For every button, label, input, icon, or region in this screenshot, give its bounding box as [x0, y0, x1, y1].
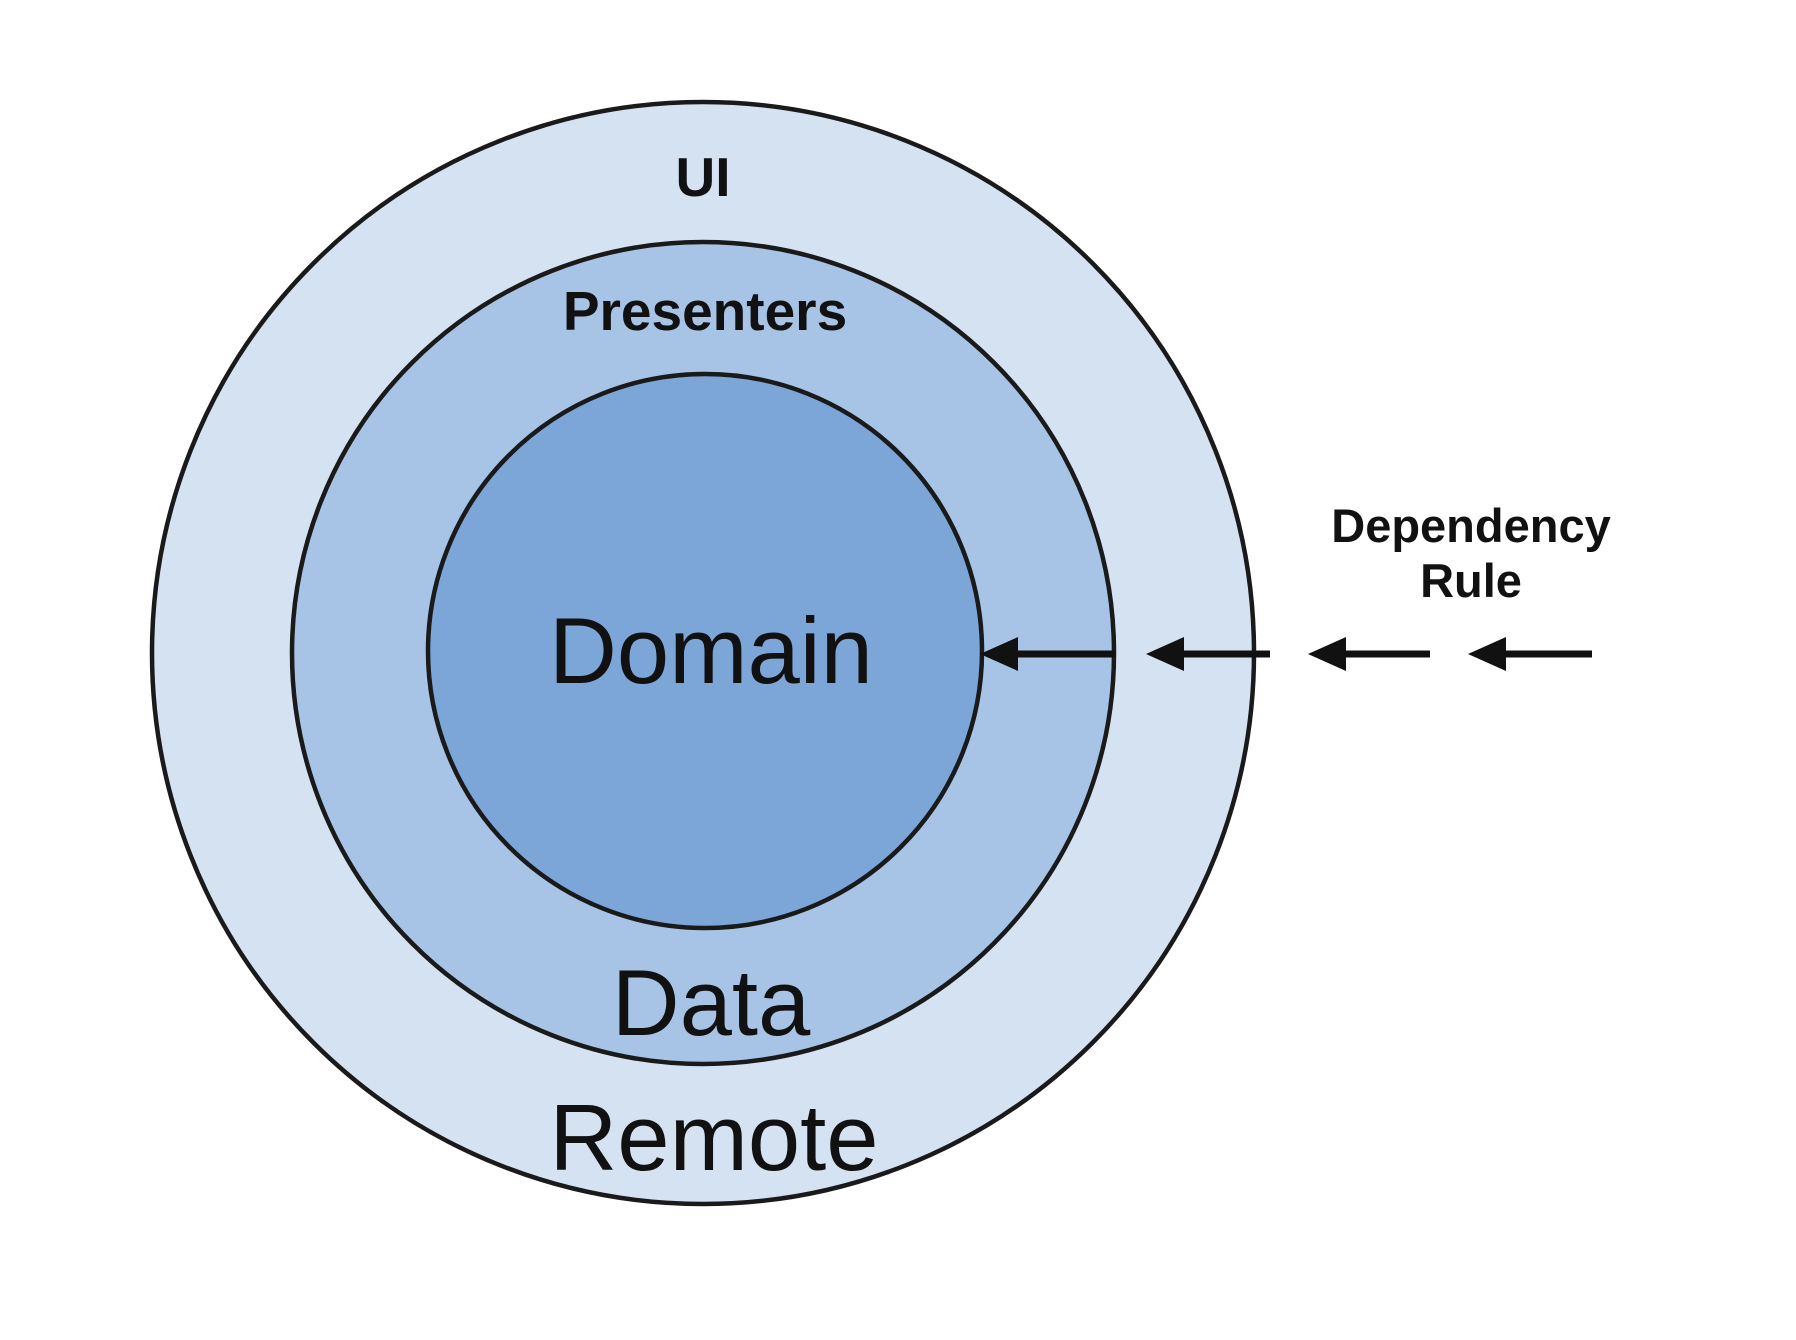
arrow-head-left-icon — [1308, 637, 1346, 671]
arrow-head-left-icon — [980, 637, 1018, 671]
dependency-arrow-3 — [1308, 637, 1430, 671]
outer-ring-top-label: UI — [676, 146, 731, 208]
dependency-arrow-1 — [980, 637, 1115, 671]
arrow-head-left-icon — [1468, 637, 1506, 671]
middle-ring-top-label: Presenters — [563, 280, 847, 342]
dependency-arrows — [980, 637, 1592, 671]
arrow-head-left-icon — [1146, 637, 1184, 671]
dependency-arrow-2 — [1146, 637, 1270, 671]
core-label: Domain — [549, 598, 873, 703]
dependency-rule-line1: Dependency — [1331, 499, 1610, 552]
core-circle-domain — [425, 371, 985, 931]
dependency-rule-annotation: Dependency Rule — [1331, 499, 1610, 607]
outer-ring-bottom-label: Remote — [549, 1085, 878, 1190]
middle-ring-bottom-label: Data — [612, 950, 811, 1055]
dependency-arrow-4 — [1468, 637, 1592, 671]
dependency-rule-line2: Rule — [1420, 554, 1522, 607]
